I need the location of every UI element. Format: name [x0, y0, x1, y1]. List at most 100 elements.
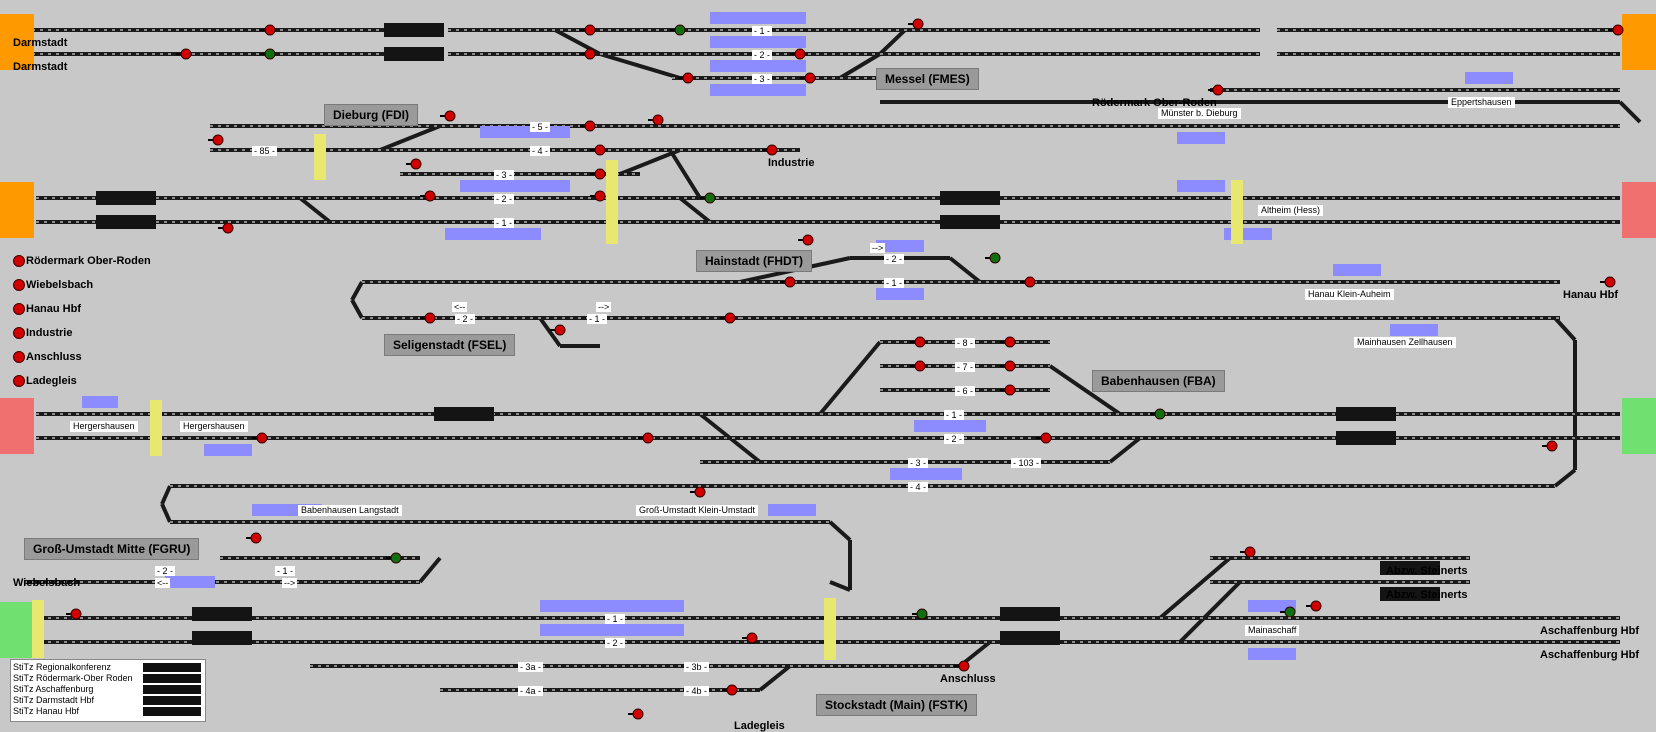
signal-icon[interactable] — [550, 324, 566, 336]
block-section — [1336, 431, 1396, 445]
signal-icon[interactable] — [1600, 276, 1616, 288]
legend-label: Industrie — [26, 327, 73, 339]
signal-icon[interactable] — [580, 120, 596, 132]
signal-icon[interactable] — [678, 72, 694, 84]
station-hainstadt[interactable]: Hainstadt (FHDT) — [696, 250, 812, 272]
signal-head — [410, 158, 422, 170]
signal-icon[interactable] — [1020, 276, 1036, 288]
station-seligenstadt[interactable]: Seligenstadt (FSEL) — [384, 334, 516, 356]
signal-icon[interactable] — [700, 192, 716, 204]
signal-icon[interactable] — [246, 532, 262, 544]
signal-icon[interactable] — [1306, 600, 1322, 612]
signal-head — [250, 532, 262, 544]
signal-icon[interactable] — [1000, 360, 1016, 372]
signal-icon[interactable] — [908, 18, 924, 30]
signal-icon[interactable] — [720, 312, 736, 324]
signal-icon[interactable] — [580, 24, 596, 36]
signal-icon[interactable] — [590, 144, 606, 156]
direction-arrow-seligenstadt-left: <-- — [452, 302, 468, 312]
signal-head — [444, 110, 456, 122]
occupancy-marker — [1177, 180, 1225, 192]
station-babenhausen[interactable]: Babenhausen (FBA) — [1092, 370, 1225, 392]
station-messel[interactable]: Messel (FMES) — [876, 68, 979, 90]
exit-marker[interactable] — [0, 206, 34, 238]
signal-icon[interactable] — [910, 336, 926, 348]
signal-icon[interactable] — [1036, 432, 1052, 444]
signal-head — [912, 18, 924, 30]
track-connection — [829, 580, 851, 592]
signal-icon[interactable] — [1240, 546, 1256, 558]
signal-icon[interactable] — [1000, 384, 1016, 396]
signal-icon[interactable] — [260, 48, 276, 60]
signal-icon[interactable] — [1280, 606, 1296, 618]
crossing-bar — [824, 598, 836, 660]
station-dieburg[interactable]: Dieburg (FDI) — [324, 104, 418, 126]
signals[interactable] — [66, 18, 1624, 720]
crossing-bar — [32, 600, 44, 658]
signal-icon[interactable] — [252, 432, 268, 444]
track-connection — [698, 412, 762, 464]
exit-markers[interactable] — [0, 14, 1656, 658]
signal-icon[interactable] — [954, 660, 970, 672]
signal-icon[interactable] — [790, 48, 806, 60]
crossing-bar — [150, 400, 162, 456]
signal-icon[interactable] — [590, 190, 606, 202]
track-label-bab-1: - 1 - — [944, 410, 965, 420]
block-section — [1380, 587, 1440, 601]
signal-icon[interactable] — [386, 552, 402, 564]
signal-icon[interactable] — [780, 276, 796, 288]
exit-marker[interactable] — [1622, 206, 1656, 238]
exit-marker[interactable] — [0, 38, 34, 70]
block-section — [384, 23, 444, 37]
occupancy-marker — [460, 180, 570, 192]
signal-head — [390, 552, 402, 564]
signal-icon[interactable] — [218, 222, 234, 234]
track-connection — [350, 299, 364, 319]
signal-icon[interactable] — [912, 608, 928, 620]
signal-icon[interactable] — [1608, 24, 1624, 36]
signal-icon[interactable] — [798, 234, 814, 246]
track-label-seligenstadt-1: - 1 - — [587, 314, 608, 324]
signal-icon[interactable] — [420, 190, 436, 202]
signal-icon[interactable] — [1150, 408, 1166, 420]
exit-marker[interactable] — [0, 422, 34, 454]
signal-icon[interactable] — [208, 134, 224, 146]
place-wiebelsbach: Wiebelsbach — [13, 577, 81, 589]
place-aschaffenburg-1: Aschaffenburg Hbf — [1540, 625, 1639, 637]
exit-marker[interactable] — [0, 626, 34, 658]
signal-icon[interactable] — [648, 114, 664, 126]
track-label-stk-4a: - 4a - — [518, 686, 544, 696]
block-sections — [96, 23, 1440, 645]
track-label-stk-2: - 2 - — [605, 638, 626, 648]
signal-icon[interactable] — [800, 72, 816, 84]
signal-icon[interactable] — [406, 158, 422, 170]
signal-icon[interactable] — [580, 48, 596, 60]
signal-icon[interactable] — [985, 252, 1001, 264]
signal-icon[interactable] — [638, 432, 654, 444]
station-gross-umstadt[interactable]: Groß-Umstadt Mitte (FGRU) — [24, 538, 200, 560]
signal-icon[interactable] — [628, 708, 644, 720]
signal-icon[interactable] — [260, 24, 276, 36]
signal-icon — [13, 351, 25, 363]
signal-icon[interactable] — [1208, 84, 1224, 96]
signal-icon[interactable] — [176, 48, 192, 60]
exit-marker[interactable] — [1622, 422, 1656, 454]
signal-icon[interactable] — [440, 110, 456, 122]
track-connection — [160, 503, 172, 523]
station-stockstadt[interactable]: Stockstadt (Main) (FSTK) — [816, 694, 977, 716]
exit-marker[interactable] — [1622, 38, 1656, 70]
signal-icon[interactable] — [590, 168, 606, 180]
signal-icon[interactable] — [670, 24, 686, 36]
signal-icon[interactable] — [762, 144, 778, 156]
signal-icon[interactable] — [1000, 336, 1016, 348]
occupancy-marker — [1177, 132, 1225, 144]
track-connection — [298, 196, 332, 224]
signal-icon[interactable] — [910, 360, 926, 372]
signal-icon[interactable] — [742, 632, 758, 644]
signal-icon[interactable] — [690, 486, 706, 498]
signal-icon[interactable] — [1542, 440, 1558, 452]
signal-icon[interactable] — [420, 312, 436, 324]
signal-icon[interactable] — [66, 608, 82, 620]
track-label-stk-3a: - 3a - — [518, 662, 544, 672]
signal-icon[interactable] — [722, 684, 738, 696]
